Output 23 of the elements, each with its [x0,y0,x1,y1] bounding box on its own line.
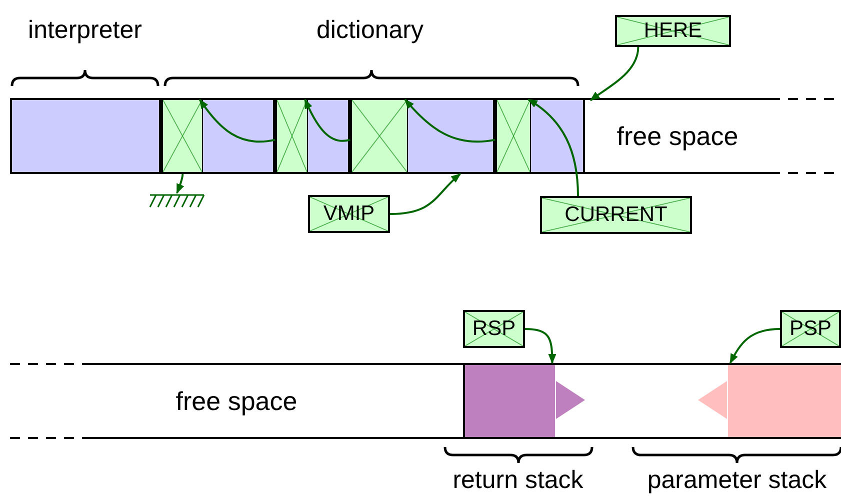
free-space-region: free space [585,98,770,174]
dictionary-entry [350,98,495,174]
pointer-arrow [729,328,780,364]
pointer-arrow [176,174,184,194]
free-space-region: free space [85,363,463,439]
dictionary-entry [161,98,275,174]
pointer-arrow [527,98,579,196]
region-label: interpreter [28,18,142,43]
region-label: parameter stack [647,468,827,493]
pointer-box: PSP [780,310,841,348]
pointer-arrow [304,98,350,142]
pointer-arrow [524,328,556,364]
pointer-box: RSP [463,310,525,348]
pointer-box: VMIP [308,195,390,233]
region-label: dictionary [316,18,424,43]
region-label: return stack [452,468,584,493]
pointer-arrow [404,98,496,143]
pointer-arrow [590,46,640,102]
dictionary-entry [275,98,350,174]
dictionary-entry [495,98,585,174]
memory-block [10,98,161,174]
pointer-arrow [198,98,276,143]
pointer-arrow [390,173,461,215]
